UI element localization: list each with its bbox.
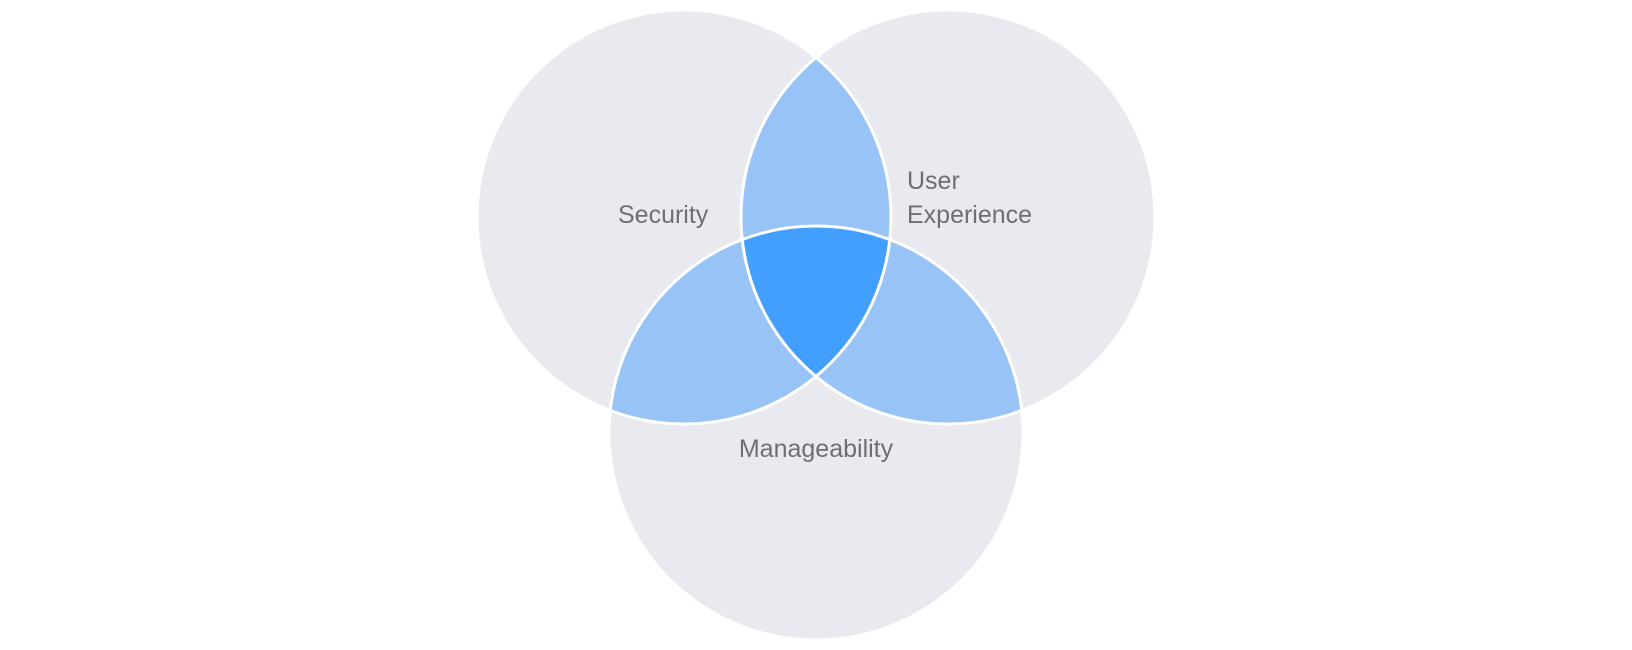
label-manageability: Manageability [739,435,894,463]
label-user-experience: User Experience [907,167,1032,229]
overlap-user-experience-manageability [741,226,1023,424]
outline-user-experience [739,8,1157,426]
overlap-security-manageability [609,226,891,424]
label-user-experience-line-2: Experience [907,201,1032,229]
label-security: Security [618,201,709,229]
label-user-experience-line-1: User [907,167,960,195]
outline-manageability [607,224,1025,642]
label-security-line-1: Security [618,201,709,229]
label-manageability-line-1: Manageability [739,435,894,463]
outline-security [475,8,893,426]
